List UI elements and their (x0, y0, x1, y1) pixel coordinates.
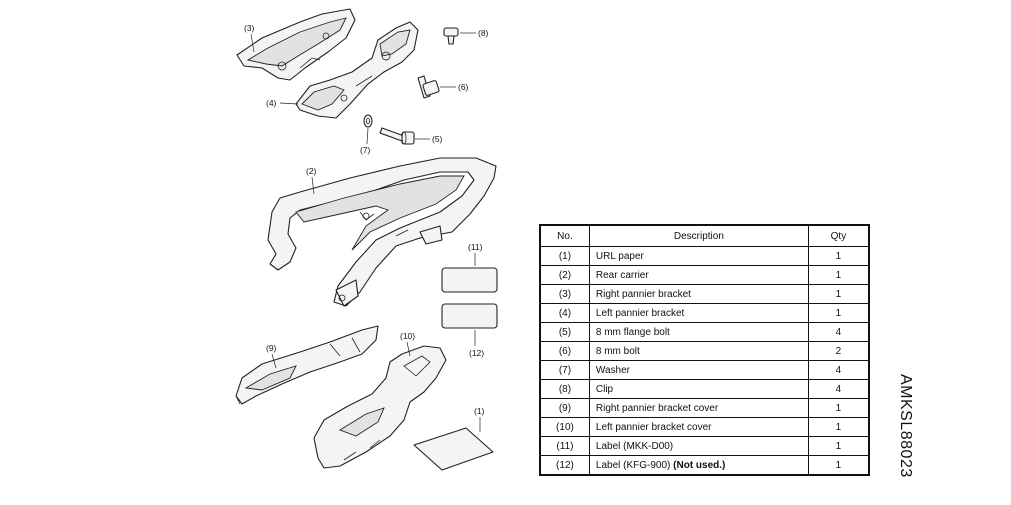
callout-4: (4) (266, 98, 277, 108)
row-description: Right pannier bracket cover (588, 398, 809, 418)
row-qty: 4 (807, 379, 870, 399)
row-qty: 1 (807, 455, 870, 476)
table-row: (11) Label (MKK-D00) 1 (539, 436, 870, 456)
row-description: Clip (588, 379, 809, 399)
table-row: (2) Rear carrier 1 (539, 265, 870, 285)
row-no: (5) (539, 322, 590, 342)
rear-carrier-drawing (267, 157, 497, 307)
washer-drawing (363, 114, 373, 128)
row-qty: 1 (807, 246, 870, 266)
table-row: (9) Right pannier bracket cover 1 (539, 398, 870, 418)
table-header-row: No. Description Qty (539, 224, 870, 247)
right-pannier-bracket-cover-drawing (235, 325, 379, 405)
row-qty: 2 (807, 341, 870, 361)
row-description: Label (KFG-900) (Not used.) (588, 455, 809, 476)
row-no: (11) (539, 436, 590, 456)
table-row: (10) Left pannier bracket cover 1 (539, 417, 870, 437)
header-qty: Qty (807, 224, 870, 247)
row-qty: 1 (807, 265, 870, 285)
row-description: Left pannier bracket cover (588, 417, 809, 437)
row-no: (12) (539, 455, 590, 476)
row-description: Rear carrier (588, 265, 809, 285)
table-row: (7) Washer 4 (539, 360, 870, 380)
left-pannier-bracket-cover-drawing (313, 345, 447, 469)
label-mkk-d00-drawing (441, 267, 498, 293)
flange-bolt-drawing (379, 127, 415, 145)
callout-12: (12) (469, 348, 484, 358)
not-used-note: (Not used.) (673, 459, 726, 471)
row-qty: 1 (807, 284, 870, 304)
row-qty: 4 (807, 360, 870, 380)
row-no: (1) (539, 246, 590, 266)
left-pannier-bracket-drawing (295, 21, 419, 119)
parts-list-table: No. Description Qty (1) URL paper 1 (2) … (539, 224, 870, 476)
row-description: 8 mm flange bolt (588, 322, 809, 342)
row-qty: 1 (807, 303, 870, 323)
row-description: Left pannier bracket (588, 303, 809, 323)
callout-7: (7) (360, 145, 371, 155)
callout-6: (6) (458, 82, 469, 92)
row-description: Label (MKK-D00) (588, 436, 809, 456)
row-qty: 4 (807, 322, 870, 342)
table-row: (4) Left pannier bracket 1 (539, 303, 870, 323)
document-code: AMKSL88023 (897, 374, 914, 478)
clip-drawing (443, 27, 459, 45)
table-row: (5) 8 mm flange bolt 4 (539, 322, 870, 342)
callout-9: (9) (266, 343, 277, 353)
row-no: (4) (539, 303, 590, 323)
url-paper-drawing (413, 427, 494, 471)
row-qty: 1 (807, 398, 870, 418)
row-no: (9) (539, 398, 590, 418)
table-row: (3) Right pannier bracket 1 (539, 284, 870, 304)
table-row: (8) Clip 4 (539, 379, 870, 399)
callout-8: (8) (478, 28, 489, 38)
row-description: 8 mm bolt (588, 341, 809, 361)
parts-diagram: (3) (4) (8) (6) (7) (5) (235, 8, 498, 471)
table-row: (1) URL paper 1 (539, 246, 870, 266)
row-no: (8) (539, 379, 590, 399)
row-no: (6) (539, 341, 590, 361)
header-no: No. (539, 224, 590, 247)
row-no: (2) (539, 265, 590, 285)
row-description: Right pannier bracket (588, 284, 809, 304)
row-no: (7) (539, 360, 590, 380)
row-no: (10) (539, 417, 590, 437)
label-kfg-900-drawing (441, 303, 498, 329)
row-description: URL paper (588, 246, 809, 266)
row-no: (3) (539, 284, 590, 304)
row-description: Washer (588, 360, 809, 380)
callout-2: (2) (306, 166, 317, 176)
row-description-text: Label (KFG-900) (595, 459, 671, 471)
callout-10: (10) (400, 331, 415, 341)
right-pannier-bracket-drawing (236, 8, 356, 81)
callout-1: (1) (474, 406, 485, 416)
bolt-8mm-drawing (417, 75, 440, 99)
row-qty: 1 (807, 436, 870, 456)
table-row: (6) 8 mm bolt 2 (539, 341, 870, 361)
callout-5: (5) (432, 134, 443, 144)
callout-3: (3) (244, 23, 255, 33)
header-description: Description (588, 224, 809, 247)
table-row: (12) Label (KFG-900) (Not used.) 1 (539, 455, 870, 476)
callout-11: (11) (468, 242, 483, 252)
row-qty: 1 (807, 417, 870, 437)
